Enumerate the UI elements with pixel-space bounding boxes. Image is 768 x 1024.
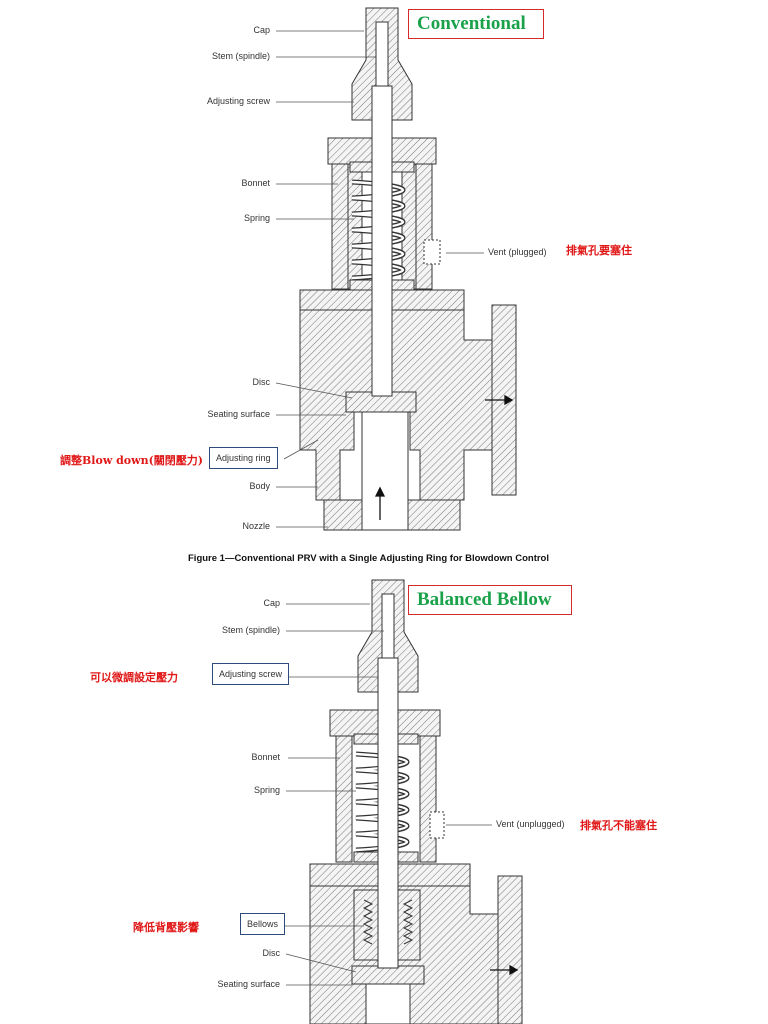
label-stem-2: Stem (spindle)	[221, 625, 280, 635]
label-body: Body	[249, 481, 270, 491]
label-vent-plugged: Vent (plugged)	[488, 247, 547, 257]
conventional-valve-drawing	[275, 7, 517, 531]
label-spring-2: Spring	[253, 785, 280, 795]
label-disc: Disc	[252, 377, 271, 387]
label-bonnet: Bonnet	[241, 178, 270, 188]
label-bellows: Bellows	[240, 913, 286, 935]
label-seating-surface-2: Seating surface	[217, 979, 280, 989]
note-adjusting-ring: 調整Blow down(關閉壓力)	[60, 454, 204, 467]
note-bellows: 降低背壓影響	[133, 921, 199, 934]
label-adjusting-screw: Adjusting screw	[206, 96, 270, 106]
label-cap: Cap	[253, 25, 270, 35]
note-vent-unplugged: 排氣孔不能塞住	[580, 819, 657, 832]
label-disc-2: Disc	[262, 948, 281, 958]
note-vent-plugged: 排氣孔要塞住	[566, 244, 632, 257]
label-stem: Stem (spindle)	[211, 51, 270, 61]
label-vent-unplugged: Vent (unplugged)	[496, 819, 565, 829]
label-nozzle: Nozzle	[242, 521, 270, 531]
label-cap-2: Cap	[263, 598, 280, 608]
label-seating-surface: Seating surface	[207, 409, 270, 419]
label-spring: Spring	[243, 213, 270, 223]
conventional-title: Conventional	[408, 9, 544, 39]
figure-caption: Figure 1—Conventional PRV with a Single …	[188, 553, 549, 564]
note-adjusting-screw: 可以微調設定壓力	[90, 671, 178, 684]
label-adjusting-ring: Adjusting ring	[209, 447, 278, 469]
balanced-bellow-title: Balanced Bellow	[408, 585, 572, 615]
balanced-bellow-valve-drawing	[282, 579, 523, 1024]
label-bonnet-2: Bonnet	[251, 752, 280, 762]
label-adjusting-screw-2: Adjusting screw	[212, 663, 290, 685]
